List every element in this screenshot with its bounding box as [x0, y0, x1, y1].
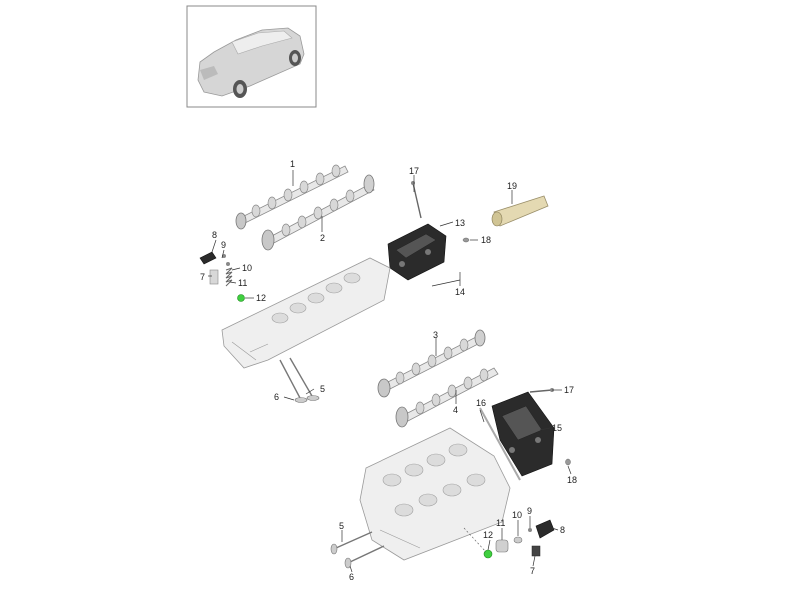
hydraulic-lifter-lower[interactable]: [531, 545, 541, 557]
callout-17-lower: 17: [564, 385, 574, 395]
callout-19: 19: [507, 181, 517, 191]
callout-labels: 1 2 3 4 5 5 6 6 7 7 8 8 9 9 10 10 11 11 …: [200, 159, 577, 582]
callout-14: 14: [455, 287, 465, 297]
valve-keepers-lower[interactable]: [528, 528, 532, 532]
pin-upper[interactable]: [462, 237, 470, 243]
bolt-lower[interactable]: [529, 388, 554, 393]
callout-13: 13: [455, 218, 465, 228]
callout-9-lower: 9: [527, 506, 532, 516]
callout-1: 1: [290, 159, 295, 169]
valve-intake-lower[interactable]: [330, 531, 373, 555]
callout-16: 16: [476, 398, 486, 408]
gasket-strip[interactable]: [479, 407, 521, 481]
callout-18-upper: 18: [481, 235, 491, 245]
valve-exhaust-lower[interactable]: [344, 545, 385, 569]
callout-10-lower: 10: [512, 510, 522, 520]
hydraulic-lifter-upper[interactable]: [209, 269, 219, 285]
camshaft-bearing-bracket-upper[interactable]: [387, 223, 447, 281]
callout-6-upper: 6: [274, 392, 279, 402]
callout-8-upper: 8: [212, 230, 217, 240]
cylinder-head-lower[interactable]: [359, 427, 511, 561]
callout-7-lower: 7: [530, 566, 535, 576]
valve-keepers-upper[interactable]: [222, 254, 230, 266]
bolt-upper[interactable]: [411, 181, 422, 219]
callout-18-lower: 18: [567, 475, 577, 485]
callout-2: 2: [320, 233, 325, 243]
cylinder-head-upper[interactable]: [221, 257, 391, 369]
callout-9-upper: 9: [221, 240, 226, 250]
valve-intake-upper[interactable]: [279, 359, 308, 403]
leader-lines: [208, 170, 572, 573]
valve-seal-upper[interactable]: [237, 294, 245, 302]
spring-retainer-lower[interactable]: [513, 536, 523, 544]
callout-10-upper: 10: [242, 263, 252, 273]
callout-11-upper: 11: [238, 278, 247, 288]
callout-5-lower: 5: [339, 521, 344, 531]
vehicle-thumbnail[interactable]: [186, 5, 317, 108]
rocker-arm-lower[interactable]: [535, 519, 555, 539]
camshaft-bearing-bracket-lower[interactable]: [491, 391, 555, 477]
valve-spring-upper[interactable]: [225, 267, 233, 287]
callout-4: 4: [453, 405, 458, 415]
callout-5-upper: 5: [320, 384, 325, 394]
camshaft-upper-1[interactable]: [235, 164, 349, 230]
camshaft-lower-4[interactable]: [395, 367, 499, 428]
callout-7-upper: 7: [200, 272, 205, 282]
callout-15: 15: [552, 423, 562, 433]
valve-exhaust-upper[interactable]: [289, 357, 320, 401]
sealant-tube[interactable]: [491, 195, 549, 227]
pin-lower[interactable]: [565, 458, 571, 466]
callout-11-lower: 11: [496, 518, 505, 528]
camshaft-upper-2[interactable]: [261, 174, 375, 251]
rocker-arm-upper[interactable]: [199, 251, 217, 265]
callout-8-lower: 8: [560, 525, 565, 535]
valve-spring-lower[interactable]: [495, 539, 509, 553]
callout-3: 3: [433, 330, 438, 340]
callout-17-upper: 17: [409, 166, 419, 176]
valve-seal-lower[interactable]: [483, 549, 493, 559]
callout-12-upper: 12: [256, 293, 266, 303]
callout-6-lower: 6: [349, 572, 354, 582]
callout-12-lower: 12: [483, 530, 493, 540]
camshaft-lower-3[interactable]: [377, 329, 486, 398]
